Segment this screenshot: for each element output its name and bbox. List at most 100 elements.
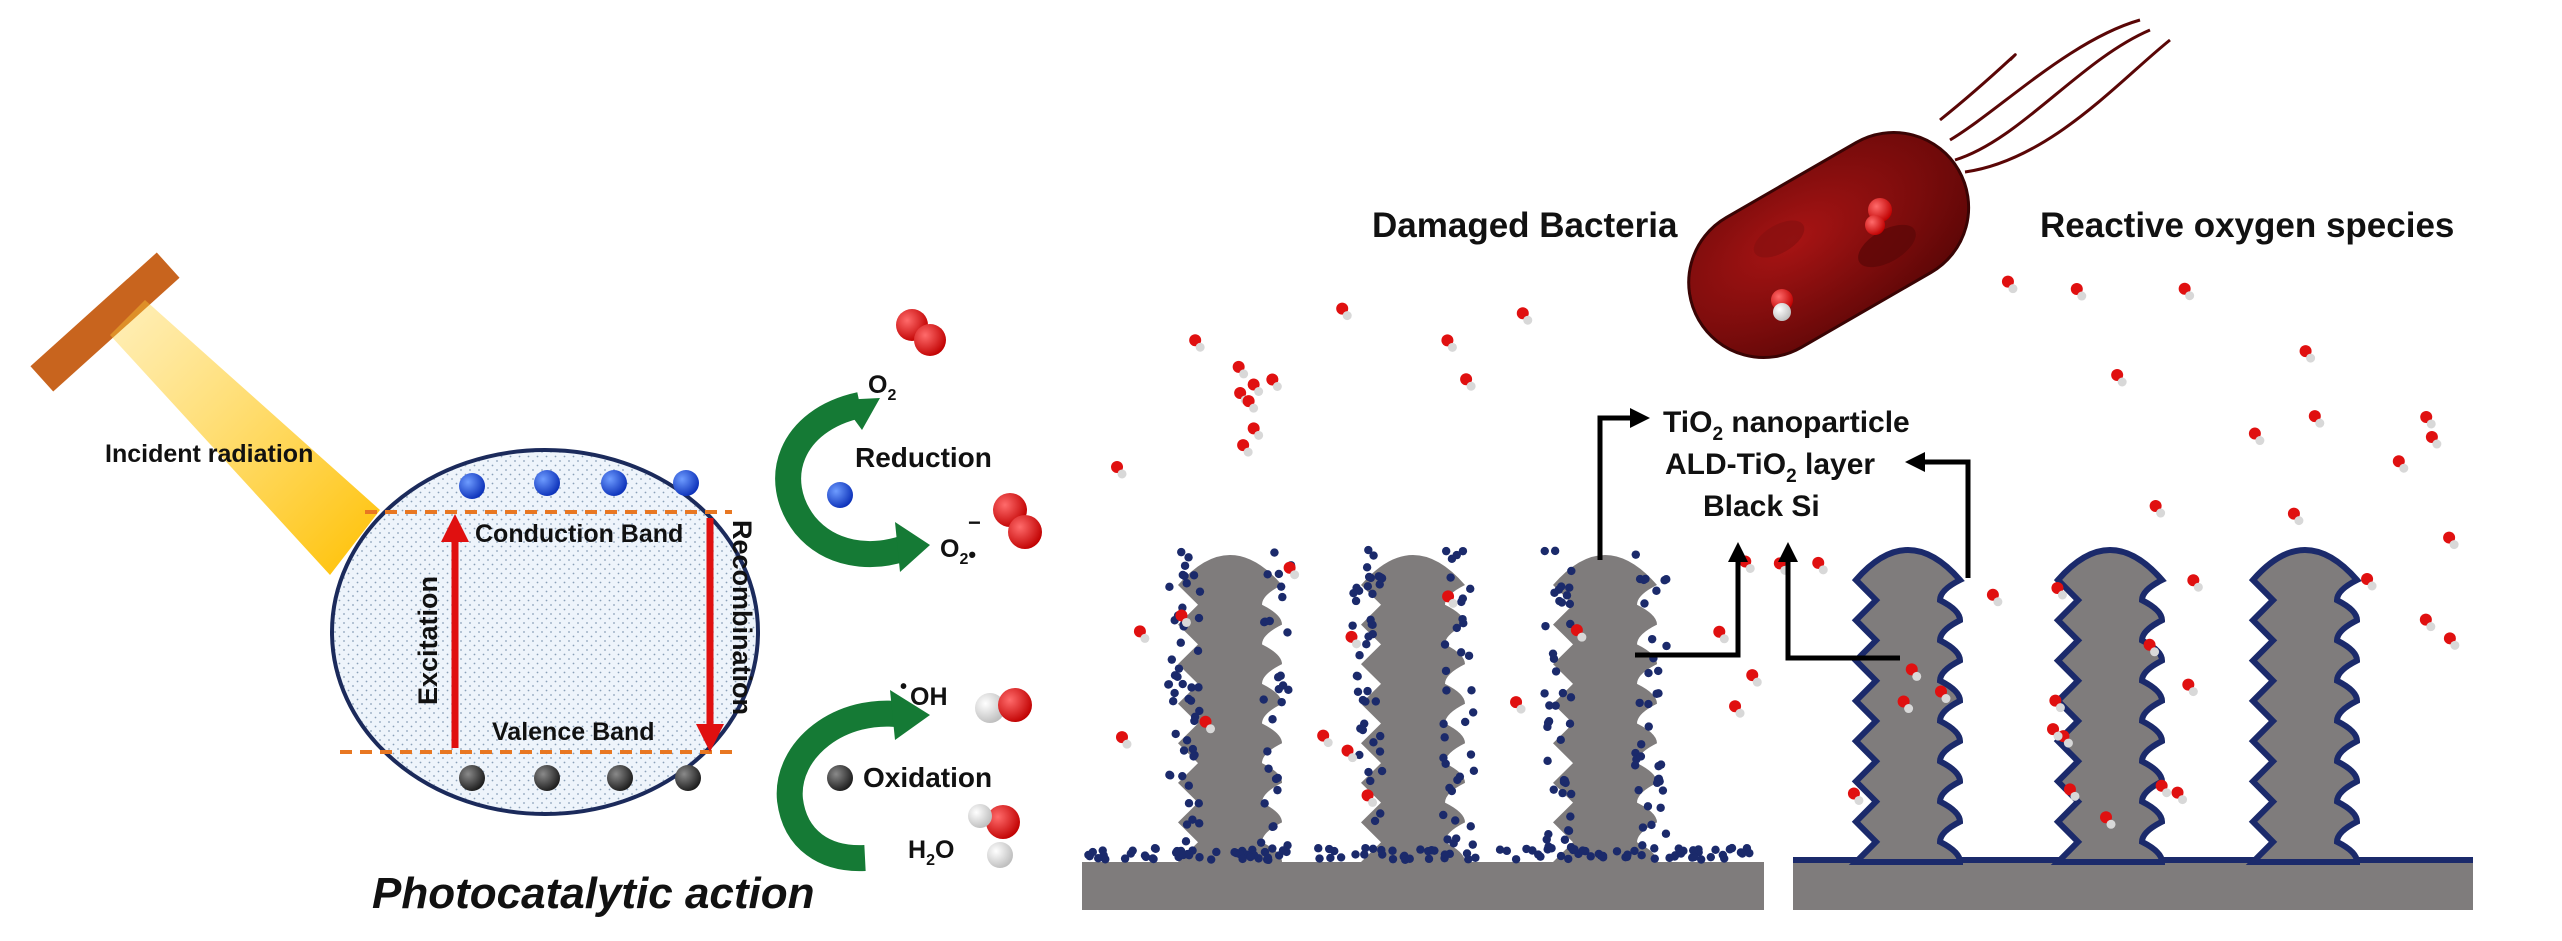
tio2-nanoparticle — [1193, 646, 1203, 656]
tio2-nanoparticle — [1544, 829, 1553, 839]
tio2-nanoparticle — [1468, 708, 1478, 717]
tio2-nanoparticle — [1348, 621, 1357, 630]
tio2-nanoparticle — [1085, 851, 1094, 861]
tio2-nanoparticle — [1565, 719, 1575, 728]
tio2-nanoparticle — [1623, 850, 1632, 859]
ros-molecule — [1115, 731, 1132, 749]
ros-molecule — [1460, 373, 1476, 391]
tio2-nanoparticle — [1457, 597, 1466, 607]
tio2-nanoparticle — [1182, 579, 1191, 588]
tio2-nanoparticle — [1182, 736, 1192, 745]
tio2-nanoparticle — [1212, 847, 1221, 857]
tio2-nanoparticle — [1551, 667, 1561, 676]
ros-molecule — [2248, 427, 2265, 446]
tio2-nanoparticle — [1273, 785, 1282, 795]
hydroxyl-label: OH — [910, 683, 948, 711]
ald-tio2-label: ALD-TiO2 layer — [1665, 448, 1875, 487]
tio2-nanoparticle — [1466, 584, 1475, 594]
tio2-nanoparticle — [1173, 672, 1182, 681]
ros-molecule — [1341, 744, 1358, 763]
tio2-nanoparticle — [1166, 771, 1175, 780]
tio2-nanoparticle — [1662, 641, 1671, 651]
tio2-nanoparticle — [1471, 853, 1480, 862]
tio2-nanoparticle — [1366, 573, 1376, 583]
tio2-nanoparticle — [1443, 835, 1452, 844]
tio2-nanoparticle — [1440, 733, 1449, 742]
tio2-nanoparticle — [1375, 747, 1385, 756]
tio2-nanoparticle — [1351, 596, 1361, 606]
tio2-nanoparticle — [1550, 546, 1560, 556]
tio2-nanoparticle — [1550, 588, 1559, 597]
tio2-nanoparticle — [1566, 619, 1575, 629]
tio2-nanoparticle — [1557, 598, 1567, 607]
tio2-nanoparticle — [1566, 693, 1576, 702]
reduction-label: Reduction — [855, 442, 992, 473]
tio2-nanoparticle — [1416, 845, 1425, 854]
tio2-nanoparticle — [1194, 613, 1204, 623]
water-label: H2O — [908, 836, 954, 869]
ros-molecule — [2392, 455, 2409, 473]
tio2-nanoparticle — [1238, 854, 1247, 864]
tio2-nanoparticle — [1355, 651, 1364, 660]
tio2-nanoparticle — [1184, 799, 1194, 808]
tio2-nanoparticle — [1170, 688, 1179, 698]
tio2-nanoparticle — [1324, 844, 1334, 854]
oxidation-label: Oxidation — [863, 762, 992, 793]
tio2-nanoparticle — [1363, 686, 1372, 696]
o2-molecule — [896, 309, 946, 356]
tio2-nanoparticle — [1366, 615, 1375, 624]
tio2-nanoparticle — [1711, 845, 1720, 855]
tio2-nanoparticle — [1560, 835, 1570, 844]
tio2-nanoparticle — [1265, 616, 1274, 626]
ros-molecule — [2287, 507, 2304, 526]
ros-molecule — [2143, 638, 2160, 657]
tio2-nanoparticle — [1556, 735, 1565, 745]
tio2-nanoparticle — [1184, 553, 1193, 562]
black-si-substrate-right — [1793, 862, 2473, 910]
tio2-nanoparticle — [1351, 850, 1360, 859]
ros-molecule — [1345, 630, 1361, 649]
tio2-nanoparticle — [1376, 809, 1385, 818]
tio2-nanoparticle — [1644, 722, 1653, 731]
ros-molecule — [1729, 700, 1745, 718]
damaged-bacteria-label: Damaged Bacteria — [1372, 206, 1678, 245]
conduction-band-label: Conduction Band — [475, 520, 683, 548]
tio2-nanoparticle — [1364, 545, 1373, 555]
tio2-nanoparticle — [1540, 546, 1549, 556]
tio2-nanoparticle — [1586, 852, 1595, 861]
tio2-nanoparticle — [1654, 689, 1663, 698]
tio2-nanoparticle — [1543, 756, 1552, 766]
ros-molecule — [1746, 669, 1762, 687]
tio2-nanoparticle — [1636, 752, 1646, 761]
tio2-nanoparticle — [1639, 575, 1649, 585]
tio2-nanoparticle — [1647, 820, 1656, 830]
tio2-nanoparticle — [1652, 778, 1662, 788]
tio2-nanoparticle — [1634, 785, 1643, 795]
tio2-nanoparticle — [1706, 852, 1716, 862]
tio2-nanoparticle — [1441, 546, 1451, 556]
tio2-nanoparticle — [1560, 776, 1570, 785]
tio2-nanoparticle — [1283, 628, 1292, 637]
bacteria-icon — [1687, 18, 2171, 359]
tio2-nanoparticle — [1440, 640, 1450, 649]
tio2-nanoparticle — [1540, 689, 1549, 698]
ros-molecule — [2070, 283, 2087, 301]
tio2-nanoparticle — [1278, 846, 1288, 855]
superoxide-molecule — [993, 493, 1042, 549]
tio2-nanoparticle — [1361, 843, 1370, 853]
tio2-nanoparticle — [1566, 812, 1575, 821]
tio2-nanoparticle — [1354, 586, 1364, 595]
tio2-nanoparticle — [1377, 845, 1386, 855]
tio2-nanoparticle — [1452, 550, 1461, 560]
tio2-nanoparticle — [1464, 855, 1473, 864]
tio2-nanoparticle — [1195, 853, 1204, 862]
ros-molecule — [2063, 783, 2080, 801]
tio2-nanoparticle — [1259, 695, 1268, 704]
tio2-nanoparticle — [1652, 586, 1661, 595]
tio2-nanoparticle — [1126, 849, 1136, 858]
tio2-nanoparticle — [1101, 855, 1110, 864]
tio2-nanoparticle — [1658, 786, 1668, 795]
tio2-nanoparticle — [1195, 819, 1204, 828]
ros-molecule — [1317, 729, 1333, 748]
tio2-nanoparticle — [1168, 697, 1178, 706]
